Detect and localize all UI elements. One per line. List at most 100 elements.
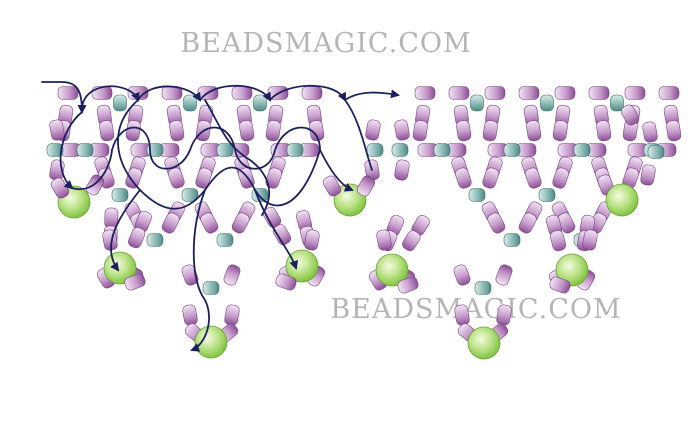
seed-bead	[224, 304, 240, 326]
seed-bead	[552, 120, 568, 142]
seed-bead	[125, 120, 141, 142]
seed-bead	[272, 224, 292, 246]
accent-bead	[391, 143, 409, 157]
seed-bead	[195, 167, 212, 189]
watermark-bottom: BEADSMAGIC.COM	[330, 294, 621, 325]
accent-bead	[146, 233, 164, 247]
seed-bead	[518, 212, 537, 234]
accent-bead	[573, 143, 591, 157]
accent-bead	[474, 281, 492, 295]
seed-bead	[304, 229, 320, 251]
seed-bead	[231, 86, 253, 100]
round-bead	[285, 249, 319, 283]
accent-bead	[647, 145, 665, 159]
accent-bead	[183, 94, 197, 112]
accent-bead	[253, 94, 267, 112]
seed-bead	[128, 227, 146, 249]
seed-bead	[453, 264, 471, 286]
seed-bead	[57, 86, 79, 100]
seed-bead	[397, 276, 419, 294]
seed-bead	[549, 276, 571, 294]
accent-bead	[503, 143, 521, 157]
seed-bead	[414, 86, 436, 100]
thread-arrow	[199, 84, 271, 102]
seed-bead	[99, 120, 115, 142]
seed-bead	[552, 167, 569, 189]
seed-bead	[91, 86, 113, 100]
seed-bead	[487, 212, 506, 234]
seed-bead	[666, 120, 682, 142]
seed-bead	[482, 167, 499, 189]
seed-bead	[161, 212, 180, 234]
accent-bead	[111, 188, 129, 202]
seed-bead	[376, 229, 392, 251]
seed-bead	[49, 119, 65, 141]
round-bead	[555, 253, 589, 287]
seed-bead	[168, 167, 185, 189]
seed-bead	[484, 86, 506, 100]
round-bead	[194, 325, 228, 359]
thread-arrow	[110, 189, 141, 272]
seed-bead	[495, 264, 513, 286]
seed-bead	[482, 120, 498, 142]
seed-bead	[620, 104, 640, 126]
seed-bead	[356, 175, 376, 197]
seed-bead	[549, 230, 567, 252]
thread-arrow	[269, 84, 346, 102]
bead-layer	[46, 86, 682, 360]
seed-bead	[642, 121, 658, 143]
accent-bead	[286, 143, 304, 157]
thread-arrow	[254, 189, 299, 270]
accent-bead	[610, 94, 624, 112]
accent-bead	[468, 188, 486, 202]
seed-bead	[265, 120, 281, 142]
thread-arrow	[59, 111, 83, 190]
seed-bead	[658, 86, 680, 100]
accent-bead	[366, 143, 384, 157]
seed-bead	[518, 86, 540, 100]
seed-bead	[448, 86, 470, 100]
seed-bead	[265, 167, 282, 189]
accent-bead	[540, 94, 554, 112]
thread-segment	[344, 99, 373, 171]
seed-bead	[322, 175, 342, 197]
seed-bead	[412, 120, 428, 142]
watermark-top: BEADSMAGIC.COM	[180, 28, 471, 59]
accent-bead	[46, 143, 64, 157]
round-bead	[375, 253, 409, 287]
seed-bead	[640, 164, 656, 186]
accent-bead	[181, 188, 199, 202]
seed-bead	[239, 120, 255, 142]
seed-bead	[402, 230, 421, 252]
accent-bead	[216, 143, 234, 157]
seed-bead	[124, 273, 146, 291]
seed-bead	[456, 120, 472, 142]
thread-arrow	[190, 189, 210, 352]
seed-bead	[554, 86, 576, 100]
seed-bead	[182, 304, 198, 326]
thread-arrow	[137, 85, 202, 102]
thread-arrow	[344, 89, 400, 101]
seed-bead	[301, 86, 323, 100]
accent-bead	[202, 281, 220, 295]
accent-bead	[76, 143, 94, 157]
accent-bead	[433, 143, 451, 157]
accent-bead	[503, 233, 521, 247]
seed-bead	[394, 119, 410, 141]
seed-bead	[275, 273, 297, 291]
seed-bead	[125, 167, 142, 189]
accent-bead	[216, 233, 234, 247]
round-bead	[467, 326, 501, 360]
thread-arrow	[81, 85, 140, 113]
accent-bead	[113, 94, 127, 112]
seed-bead	[231, 212, 250, 234]
seed-bead	[169, 120, 185, 142]
round-bead	[605, 183, 639, 217]
thread-segment	[71, 149, 113, 191]
accent-bead	[538, 188, 556, 202]
thread-arrow	[319, 149, 354, 192]
seed-bead	[582, 229, 598, 251]
seed-bead	[588, 86, 610, 100]
thread-segment	[111, 126, 321, 170]
